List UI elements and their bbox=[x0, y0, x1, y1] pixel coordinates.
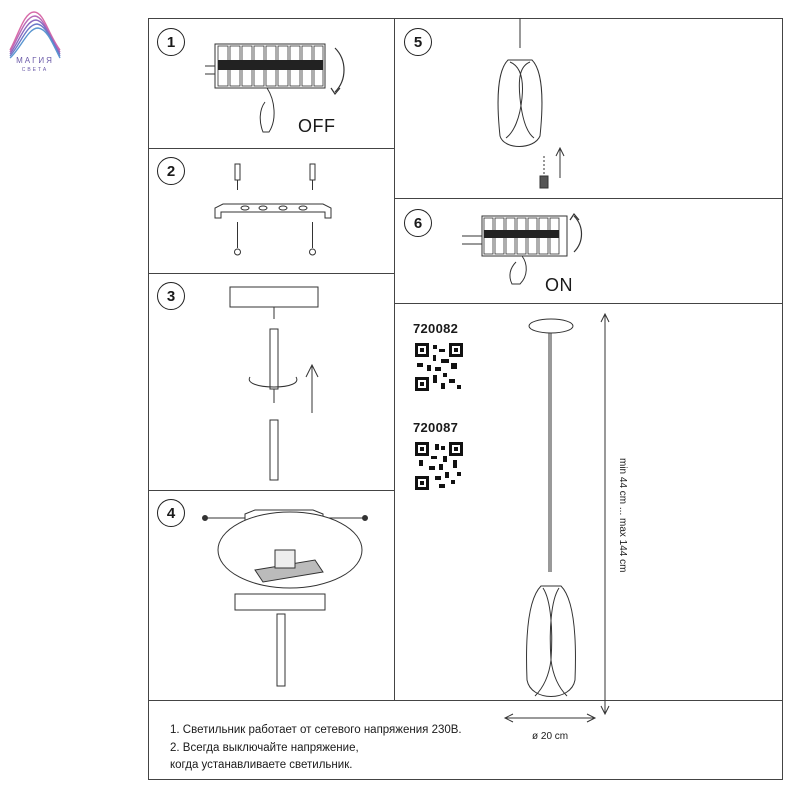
lamp-dimension-illustration bbox=[503, 312, 610, 723]
row-divider bbox=[148, 700, 783, 701]
step-number-4: 4 bbox=[157, 499, 185, 527]
instruction-frame bbox=[148, 18, 783, 780]
row-divider bbox=[394, 198, 783, 199]
step-number-3: 3 bbox=[157, 282, 185, 310]
breaker-on-illustration bbox=[462, 212, 583, 285]
height-dimension-label: min 44 cm ... max 144 cm bbox=[617, 458, 628, 573]
breaker-off-illustration bbox=[205, 43, 345, 133]
diameter-dimension-label: ø 20 cm bbox=[532, 731, 569, 742]
column-divider bbox=[394, 18, 395, 700]
qr-code-icon bbox=[415, 343, 463, 391]
wave-logo-icon bbox=[9, 11, 61, 59]
safety-notes: 1. Светильник работает от сетевого напря… bbox=[170, 722, 462, 775]
note-line-3: когда устанавливаете светильник. bbox=[170, 759, 353, 771]
canopy-rod-illustration bbox=[229, 286, 319, 481]
step-number-2: 2 bbox=[157, 157, 185, 185]
product-code-1: 720082 bbox=[413, 321, 459, 336]
brand-subtitle: СВЕТА bbox=[21, 67, 49, 73]
on-label: ON bbox=[545, 275, 573, 295]
row-divider bbox=[148, 273, 394, 274]
note-line-1: 1. Светильник работает от сетевого напря… bbox=[170, 724, 462, 736]
lamp-shade-illustration bbox=[497, 18, 565, 189]
row-divider bbox=[148, 490, 394, 491]
brand-logo bbox=[4, 6, 66, 78]
row-divider bbox=[394, 303, 783, 304]
step-number-5: 5 bbox=[404, 28, 432, 56]
row-divider bbox=[148, 148, 394, 149]
product-code-2: 720087 bbox=[413, 420, 459, 435]
wiring-connection-illustration bbox=[202, 509, 368, 687]
brand-name: МАГИЯ bbox=[16, 56, 54, 65]
off-label: OFF bbox=[298, 116, 336, 136]
step-number-1: 1 bbox=[157, 28, 185, 56]
qr-code-icon bbox=[415, 442, 463, 490]
mounting-bracket-illustration bbox=[214, 163, 332, 256]
note-line-2: 2. Всегда выключайте напряжение, bbox=[170, 741, 359, 754]
step-number-6: 6 bbox=[404, 209, 432, 237]
